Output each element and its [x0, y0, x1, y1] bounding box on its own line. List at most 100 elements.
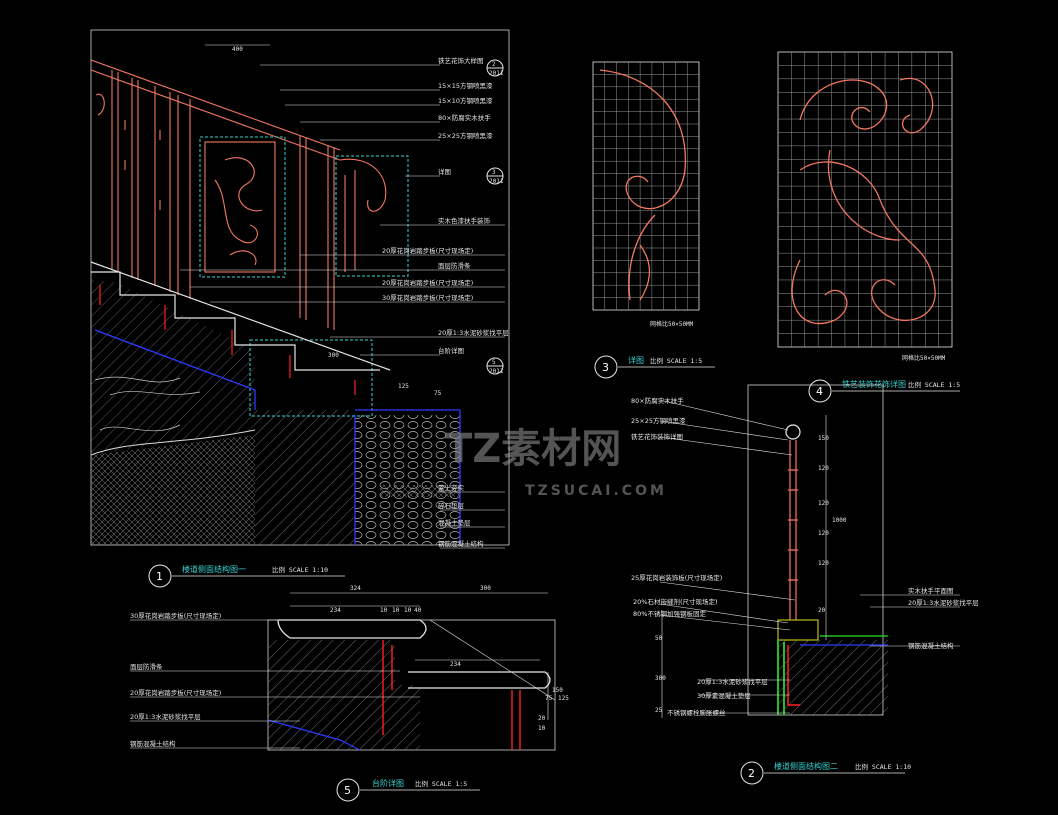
detail1-label: 25×25方钢喷黑漆 — [438, 131, 493, 140]
detail1-label: 实木色漆扶手装饰 — [438, 216, 491, 225]
ref3-bottom: 2011 — [489, 368, 504, 375]
detail3-grid-label: 网格比50×50MM — [650, 320, 694, 328]
detail3-title-block: 3 详图 比例 SCALE 1:5 — [594, 355, 715, 379]
detail5-small-dim: 10 — [404, 607, 412, 614]
detail1-label: 钢筋混凝土结构 — [438, 539, 484, 548]
detail2-label-left: 25厚花岗岩装饰板(尺寸现场定) — [631, 573, 722, 582]
detail2-label-left: 铁艺花饰装饰详图 — [631, 432, 683, 441]
detail5-label: 20厚花岗岩踏步板(尺寸现场定) — [130, 688, 221, 697]
detail5-label: 20厚1:3水泥砂浆找平层 — [130, 712, 201, 721]
detail5-inner-dim: 234 — [450, 661, 461, 668]
detail-1-section: 400 铁艺花饰大样图 15×15方钢喷黑漆 15×10方钢喷黑漆 80×防腐实木扶手… — [90, 29, 510, 549]
detail5-inner-dim: 234 — [330, 607, 341, 614]
detail1-label: 30厚花岗岩踏步板(尺寸现场定) — [382, 293, 473, 302]
detail1-label: 详图 — [438, 167, 451, 176]
detail4-title: 铁艺装饰花饰详图 — [842, 379, 906, 389]
ref1-top: 2 — [492, 61, 496, 68]
detail-3-grid: 网格比50×50MM — [592, 61, 700, 328]
detail4-title-block: 4 铁艺装饰花饰详图 比例 SCALE 1:5 — [808, 379, 960, 403]
detail1-title-block: 1 楼道侧面结构图一 比例 SCALE 1:10 — [148, 564, 345, 588]
detail3-scale: 比例 SCALE 1:5 — [650, 356, 702, 365]
ref2-bottom: 2011 — [489, 178, 504, 185]
detail2-dim: 120 — [818, 500, 829, 507]
detail4-number: 4 — [816, 385, 823, 398]
detail2-label-left: 80×防腐实木扶手 — [631, 396, 684, 405]
detail3-number: 3 — [602, 361, 609, 374]
detail1-ref-markers: 2 2011 3 2011 5 2011 — [486, 59, 504, 375]
detail1-top-dim: 400 — [232, 46, 243, 53]
detail5-label: 30厚花岗岩踏步板(尺寸现场定) — [130, 611, 221, 620]
detail2-label-right: 钢筋混凝土结构 — [908, 641, 954, 650]
detail5-small-dim: 40 — [414, 607, 422, 614]
detail1-label: 15×15方钢喷黑漆 — [438, 81, 493, 90]
detail2-label-right: 实木扶手平面图 — [908, 586, 954, 595]
d1-dim-125: 125 — [398, 383, 409, 390]
detail1-number: 1 — [156, 570, 163, 583]
detail5-scale: 比例 SCALE 1:5 — [415, 779, 467, 788]
detail5-number: 5 — [344, 784, 351, 797]
detail1-label: 15×10方钢喷黑漆 — [438, 96, 493, 105]
detail5-side-dim: 75 — [545, 695, 553, 702]
detail2-label-left: 20%石材嵌缝剂(尺寸现场定) — [633, 597, 718, 606]
detail5-side-dim: 20 — [538, 715, 546, 722]
detail1-label: 混凝土垫层 — [438, 518, 471, 527]
detail1-label: 素土夯实 — [438, 483, 465, 492]
detail2-dim: 1000 — [832, 517, 847, 524]
detail5-side-dim: 125 — [558, 695, 569, 702]
detail2-title-block: 2 楼道侧面结构图二 比例 SCALE 1:10 — [740, 761, 911, 785]
detail2-number: 2 — [748, 767, 755, 780]
detail1-label: 面层防滑条 — [438, 261, 471, 270]
ref1-bottom: 2011 — [489, 70, 504, 77]
detail1-label: 20厚花岗岩踏步板(尺寸现场定) — [382, 278, 473, 287]
detail5-top-dim: 324 — [350, 585, 361, 592]
watermark-brand: TZ素材网 — [445, 426, 621, 472]
detail-4-grid: 网格比50×50MM — [777, 51, 953, 362]
detail2-left-dim: 300 — [655, 675, 666, 682]
detail2-label-right: 20厚1:3水泥砂浆找平层 — [908, 598, 979, 607]
detail1-label: 碎石垫层 — [438, 501, 465, 510]
ref2-top: 3 — [492, 169, 496, 176]
detail1-label: 80×防腐实木扶手 — [438, 113, 491, 122]
detail2-dim: 120 — [818, 530, 829, 537]
detail2-dim: 150 — [818, 435, 829, 442]
detail1-label: 铁艺花饰大样图 — [438, 56, 484, 65]
detail2-dim: 20 — [818, 607, 826, 614]
detail2-left-dim: 25 — [655, 707, 663, 714]
detail5-label: 面层防滑条 — [130, 662, 163, 671]
d1-dim-75: 75 — [434, 390, 442, 397]
detail1-title: 楼道侧面结构图一 — [182, 564, 246, 574]
detail5-title: 台阶详图 — [372, 778, 404, 788]
detail4-scale: 比例 SCALE 1:5 — [908, 380, 960, 389]
detail5-top-dim: 300 — [480, 585, 491, 592]
watermark: TZ素材网 TZSUCAI.COM — [445, 426, 667, 499]
detail5-small-dim: 10 — [380, 607, 388, 614]
detail5-small-dim: 10 — [392, 607, 400, 614]
detail-5-section: 30厚花岗岩踏步板(尺寸现场定) 面层防滑条 20厚花岗岩踏步板(尺寸现场定) 20厚… — [130, 585, 569, 751]
detail1-label: 台阶详图 — [438, 346, 464, 355]
watermark-url: TZSUCAI.COM — [525, 483, 667, 499]
d1-dim-300: 300 — [328, 352, 339, 359]
detail2-label-left: 80%不锈钢加强钢板固定 — [633, 609, 706, 618]
ref3-top: 5 — [492, 359, 496, 366]
detail4-grid-label: 网格比50×50MM — [902, 354, 946, 362]
detail2-dim: 120 — [818, 465, 829, 472]
detail5-title-block: 5 台阶详图 比例 SCALE 1:5 — [336, 778, 480, 802]
detail2-label-left: 20厚1:3水泥砂浆找平层 — [697, 677, 768, 686]
detail2-left-dim: 50 — [655, 635, 663, 642]
detail2-label-left: 30厚素混凝土垫层 — [697, 691, 751, 700]
detail5-side-dim: 150 — [552, 687, 563, 694]
detail2-label-left: 25×25方钢喷黑漆 — [631, 416, 686, 425]
detail2-title: 楼道侧面结构图二 — [774, 761, 838, 771]
detail2-label-left: 不锈钢螺栓膨胀螺丝 — [667, 708, 726, 717]
detail1-label: 20厚1:3水泥砂浆找平层 — [438, 328, 509, 337]
detail1-label: 20厚花岗岩踏步板(尺寸现场定) — [382, 246, 473, 255]
detail2-dim: 120 — [818, 560, 829, 567]
detail5-label: 钢筋混凝土结构 — [130, 739, 176, 748]
detail2-scale: 比例 SCALE 1:10 — [855, 762, 911, 771]
detail3-title: 详图 — [628, 355, 644, 365]
detail5-side-dim: 10 — [538, 725, 546, 732]
detail1-scale: 比例 SCALE 1:10 — [272, 565, 328, 574]
